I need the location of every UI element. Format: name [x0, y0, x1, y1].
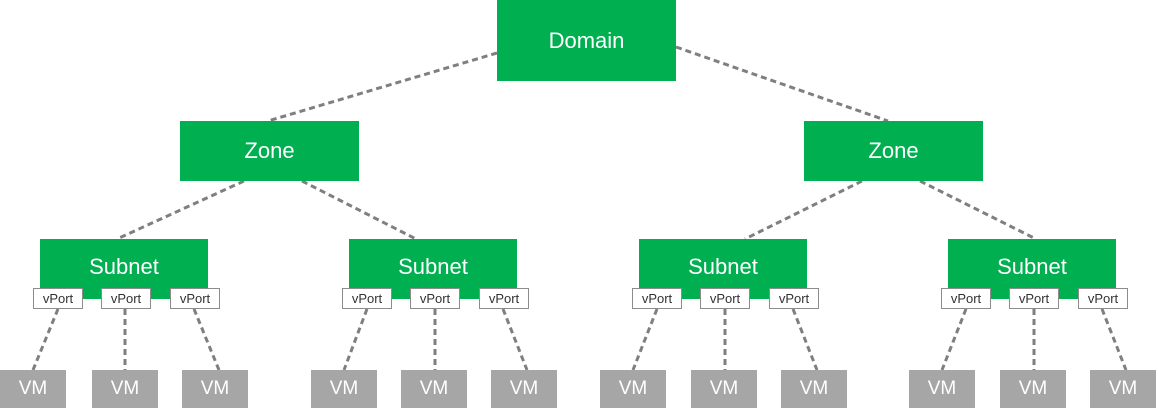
vport-box: vPort — [769, 288, 819, 309]
edge-vport-vm — [631, 308, 659, 371]
edge-vport-vm — [1100, 308, 1128, 371]
vm-node: VM — [92, 370, 158, 408]
vport-box: vPort — [479, 288, 529, 309]
vm-node: VM — [600, 370, 666, 408]
vm-node: VM — [781, 370, 847, 408]
domain-node: Domain — [497, 0, 676, 81]
edge-vport-vm — [192, 308, 221, 371]
zone-node: Zone — [804, 121, 983, 181]
zone-node: Zone — [180, 121, 359, 181]
vport-box: vPort — [33, 288, 83, 309]
vm-node: VM — [0, 370, 66, 408]
subnet-label: Subnet — [398, 254, 468, 279]
subnet-label: Subnet — [997, 254, 1067, 279]
edge-vport-vm — [940, 308, 968, 371]
edge-vport-vm — [342, 308, 369, 371]
vport-box: vPort — [410, 288, 460, 309]
vport-box: vPort — [170, 288, 220, 309]
vport-box: vPort — [1078, 288, 1128, 309]
vport-box: vPort — [700, 288, 750, 309]
edge-zone-subnet — [301, 179, 417, 241]
domain-label: Domain — [548, 27, 625, 53]
vm-node: VM — [1090, 370, 1156, 408]
vm-node: VM — [401, 370, 467, 408]
vm-node: VM — [311, 370, 377, 408]
edge-domain-zone — [675, 45, 889, 123]
vport-box: vPort — [632, 288, 682, 309]
vport-box: vPort — [101, 288, 151, 309]
vport-box: vPort — [1009, 288, 1059, 309]
edge-zone-subnet — [919, 179, 1037, 241]
zone-label: Zone — [244, 138, 295, 163]
vm-node: VM — [1000, 370, 1066, 408]
edge-vport-vm — [501, 308, 529, 371]
edge-vport-vm — [791, 308, 819, 371]
zone-label: Zone — [868, 138, 919, 163]
vm-node: VM — [909, 370, 975, 408]
subnet-label: Subnet — [89, 254, 159, 279]
vm-node: VM — [691, 370, 757, 408]
edge-zone-subnet — [744, 179, 863, 241]
subnet-label: Subnet — [688, 254, 758, 279]
vm-node: VM — [491, 370, 557, 408]
edge-vport-vm — [31, 308, 60, 371]
vm-node: VM — [182, 370, 248, 408]
vport-box: vPort — [941, 288, 991, 309]
edge-zone-subnet — [116, 179, 245, 241]
edge-domain-zone — [267, 51, 498, 123]
vport-box: vPort — [342, 288, 392, 309]
